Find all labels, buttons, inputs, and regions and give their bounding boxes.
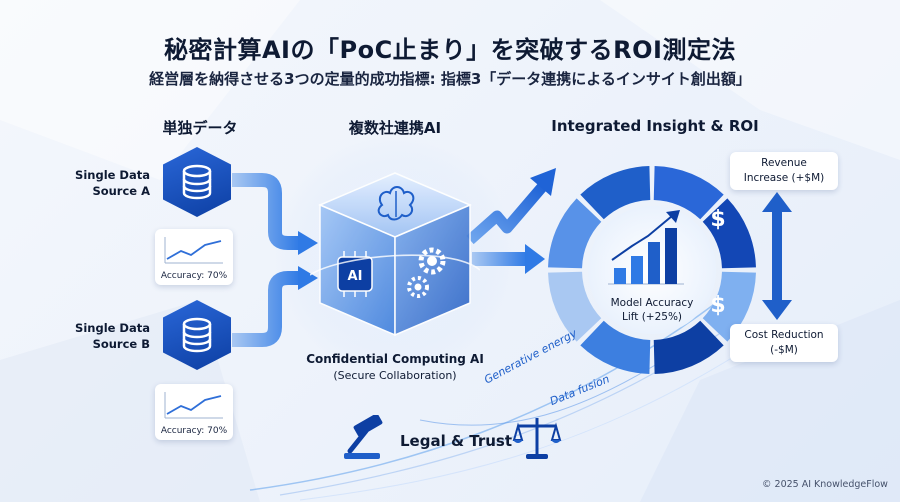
- line-chart-icon: [164, 392, 223, 419]
- database-icon: [182, 164, 212, 200]
- source-b-label-line1: Single Data: [75, 321, 150, 335]
- scales-of-justice-icon: [512, 418, 562, 459]
- source-a-label-line2: Source A: [92, 184, 150, 198]
- revenue-increase-tag: Revenue Increase (+$M): [730, 152, 838, 190]
- source-b-label: Single Data Source B: [70, 320, 150, 352]
- donut-segment: [548, 271, 602, 342]
- donut-center-line1: Model Accuracy: [610, 297, 694, 309]
- source-b-label-line2: Source B: [92, 337, 150, 351]
- donut-segment: [580, 320, 651, 374]
- source-a-node: [163, 147, 231, 217]
- donut-segment: [580, 166, 651, 220]
- dollar-icon: $: [710, 207, 725, 232]
- gear-icon: [407, 247, 446, 298]
- copyright: © 2025 AI KnowledgeFlow: [762, 479, 888, 490]
- gavel-icon: [344, 415, 383, 459]
- donut-segment: [548, 198, 602, 269]
- cube-caption: Confidential Computing AI: [306, 352, 484, 366]
- page-subtitle: 経営層を納得させる3つの定量的成功指標: 指標3「データ連携によるインサイト創出…: [149, 70, 751, 88]
- legal-trust-label: Legal & Trust: [400, 432, 513, 450]
- donut-segment: [702, 198, 756, 269]
- page-title: 秘密計算AIの「PoC止まり」を突破するROI測定法: [163, 36, 736, 64]
- column-header-multi-company-ai: 複数社連携AI: [348, 119, 442, 137]
- ai-chip-icon: AI: [337, 251, 373, 297]
- column-header-single-data: 単独データ: [162, 119, 238, 137]
- donut-center-label: Model Accuracy Lift (+25%): [597, 296, 707, 324]
- revenue-line2: Increase (+$M): [743, 172, 825, 184]
- column-header-integrated-insight: Integrated Insight & ROI: [551, 117, 759, 135]
- source-a-label: Single Data Source A: [70, 167, 150, 199]
- ai-chip-badge: AI: [348, 269, 363, 284]
- source-b-accuracy-card: Accuracy: 70%: [155, 384, 233, 440]
- donut-segment: [653, 320, 724, 374]
- source-b-accuracy: Accuracy: 70%: [160, 426, 228, 436]
- up-down-arrow-icon: [762, 192, 792, 320]
- cost-line2: (-$M): [770, 344, 798, 356]
- roi-donut: $ $: [548, 166, 756, 374]
- source-a-label-line1: Single Data: [75, 168, 150, 182]
- cost-reduction-tag: Cost Reduction (-$M): [730, 324, 838, 362]
- brain-icon: [377, 186, 415, 221]
- revenue-line1: Revenue: [761, 157, 807, 169]
- donut-segment: [702, 271, 756, 342]
- donut-segment: [653, 166, 724, 220]
- cost-line1: Cost Reduction: [744, 329, 824, 341]
- source-a-accuracy-card: Accuracy: 70%: [155, 229, 233, 285]
- confidential-ai-cube: AI: [310, 172, 480, 337]
- bar-chart-icon: [608, 210, 684, 285]
- database-icon: [182, 317, 212, 353]
- line-chart-icon: [164, 237, 223, 264]
- cube-subcaption: (Secure Collaboration): [333, 369, 457, 382]
- dollar-icon: $: [710, 293, 725, 318]
- donut-center-line2: Lift (+25%): [621, 311, 683, 323]
- source-a-accuracy: Accuracy: 70%: [160, 271, 228, 281]
